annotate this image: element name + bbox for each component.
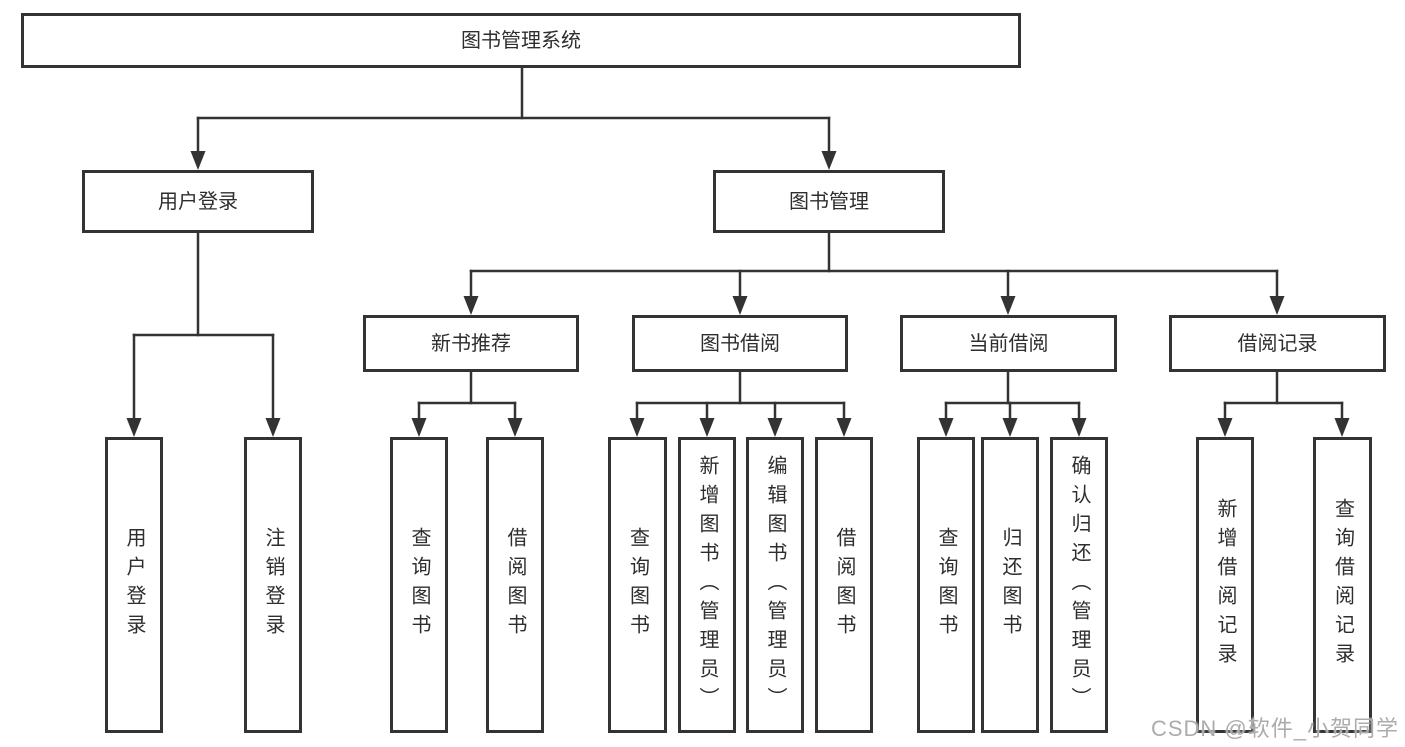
- leaf-records-query-record: 查询借阅记录: [1313, 437, 1372, 733]
- leaf-new-query-books: 查询图书: [390, 437, 448, 733]
- arrowhead-icons: [126, 151, 1350, 437]
- leaf-borrow-edit-books-admin: 编辑图书（管理员）: [746, 437, 804, 733]
- node-current-borrow: 当前借阅: [900, 315, 1117, 372]
- node-borrow-records: 借阅记录: [1169, 315, 1386, 372]
- node-book-mgmt: 图书管理: [713, 170, 945, 233]
- leaf-current-query-books: 查询图书: [917, 437, 975, 733]
- leaf-borrow-query-books: 查询图书: [608, 437, 667, 733]
- leaf-new-borrow-books: 借阅图书: [486, 437, 544, 733]
- leaf-records-add-record: 新增借阅记录: [1196, 437, 1254, 733]
- leaf-logout: 注销登录: [244, 437, 302, 733]
- csdn-watermark: CSDN @软件_小贺同学: [1150, 716, 1399, 741]
- leaf-current-confirm-return-admin: 确认归还（管理员）: [1050, 437, 1108, 733]
- node-root-system: 图书管理系统: [21, 13, 1021, 68]
- node-user-login: 用户登录: [82, 170, 314, 233]
- leaf-borrow-borrow-books: 借阅图书: [815, 437, 873, 733]
- node-book-borrow: 图书借阅: [632, 315, 848, 372]
- leaf-current-return-books: 归还图书: [981, 437, 1039, 733]
- node-new-books: 新书推荐: [363, 315, 579, 372]
- leaf-borrow-add-books-admin: 新增图书（管理员）: [678, 437, 736, 733]
- leaf-user-login: 用户登录: [105, 437, 163, 733]
